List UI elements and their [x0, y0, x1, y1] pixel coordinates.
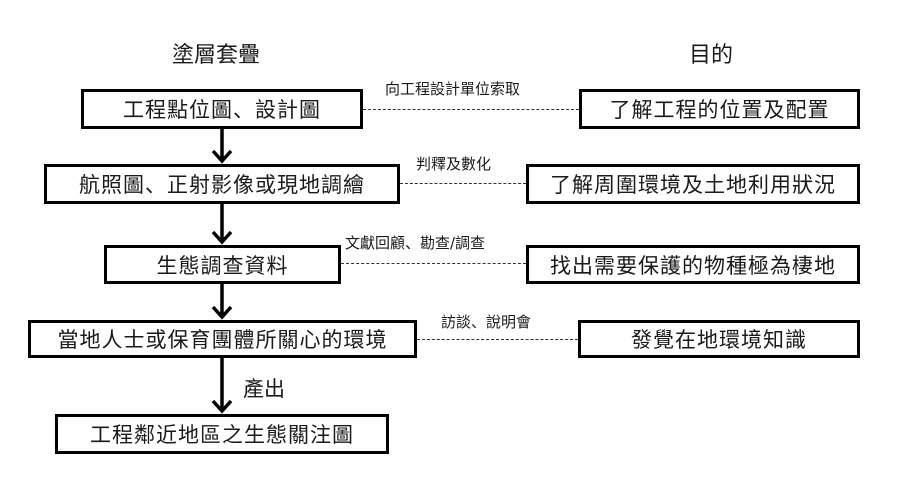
step-box-aerial-imagery: 航照圖、正射影像或現地調繪 [44, 164, 400, 204]
step-box-ecology-survey: 生態調查資料 [104, 245, 341, 284]
purpose-box-1: 了解工程的位置及配置 [579, 89, 860, 129]
layer-overlay-heading: 塗層套疊 [172, 43, 261, 68]
dashed-link-2 [400, 183, 526, 184]
arrowhead-1-2 [211, 149, 233, 164]
method-label-4: 訪談、說明會 [441, 313, 532, 331]
dashed-link-1 [363, 109, 579, 110]
purpose-box-3: 找出需要保護的物種極為棲地 [526, 245, 860, 284]
output-arrow-label: 產出 [243, 377, 285, 401]
method-label-3: 文獻回顧、勘查/調查 [345, 234, 486, 252]
purpose-heading: 目的 [689, 43, 734, 68]
output-box-ecology-concern-map: 工程鄰近地區之生態關注圖 [55, 414, 389, 454]
purpose-box-4: 發覺在地環境知識 [578, 320, 860, 358]
step-box-project-map: 工程點位圖、設計圖 [81, 89, 363, 129]
arrowhead-3-4 [211, 305, 233, 320]
arrowhead-2-3 [211, 230, 233, 245]
dashed-link-4 [417, 339, 578, 340]
dashed-link-3 [341, 263, 526, 264]
purpose-box-2: 了解周圍環境及土地利用狀況 [526, 164, 860, 204]
arrowhead-4-output [211, 399, 233, 414]
step-box-local-concerns: 當地人士或保育團體所關心的環境 [28, 320, 417, 358]
method-label-2: 判釋及數化 [416, 155, 492, 173]
method-label-1: 向工程設計單位索取 [385, 80, 521, 98]
